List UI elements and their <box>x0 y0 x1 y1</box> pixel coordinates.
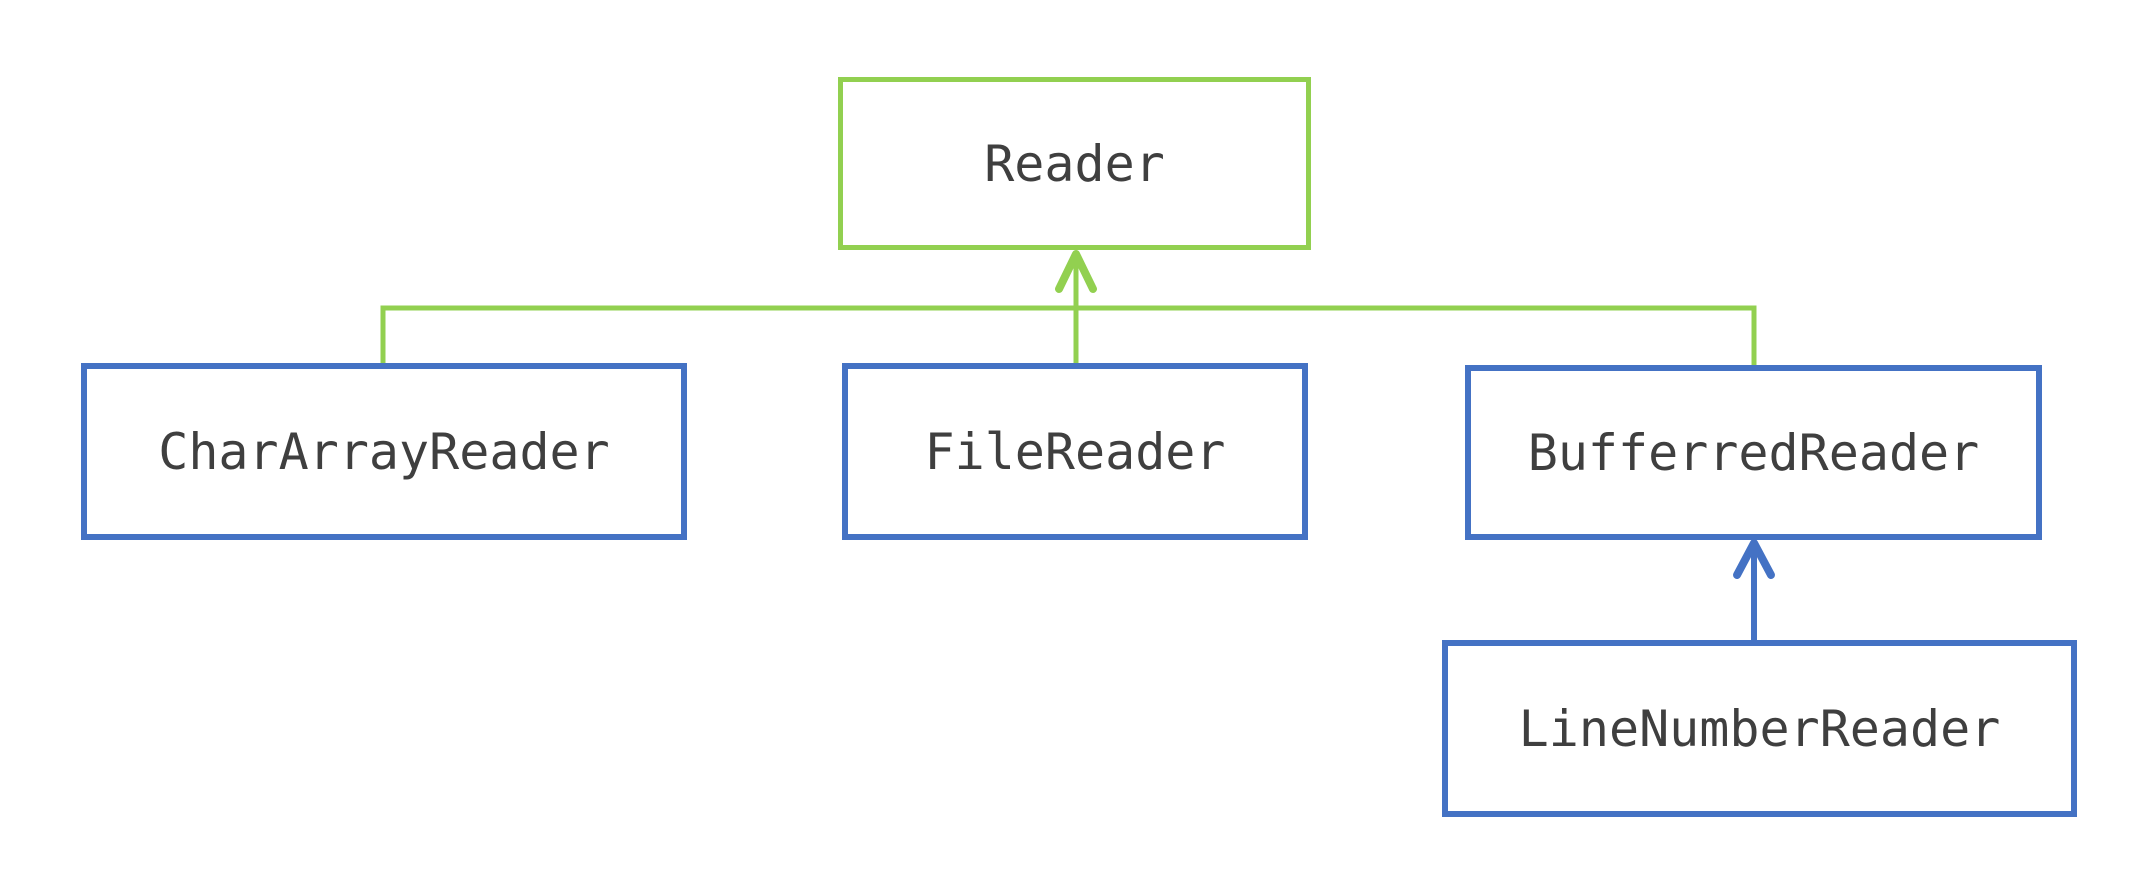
node-reader: Reader <box>838 77 1311 250</box>
node-chararrayreader: CharArrayReader <box>81 363 687 540</box>
node-linenumberreader-label: LineNumberReader <box>1518 699 2001 758</box>
arrowhead-up-reader-icon <box>1055 250 1097 293</box>
node-linenumberreader: LineNumberReader <box>1442 640 2077 817</box>
node-filereader: FileReader <box>842 363 1308 540</box>
node-filereader-label: FileReader <box>924 422 1226 481</box>
edge-children-to-reader-rail <box>380 305 1757 365</box>
node-bufferredreader: BufferredReader <box>1465 365 2042 540</box>
node-chararrayreader-label: CharArrayReader <box>158 422 610 481</box>
node-bufferredreader-label: BufferredReader <box>1527 423 1980 482</box>
arrowhead-up-bufferredreader-icon <box>1733 539 1775 579</box>
node-reader-label: Reader <box>984 134 1165 193</box>
